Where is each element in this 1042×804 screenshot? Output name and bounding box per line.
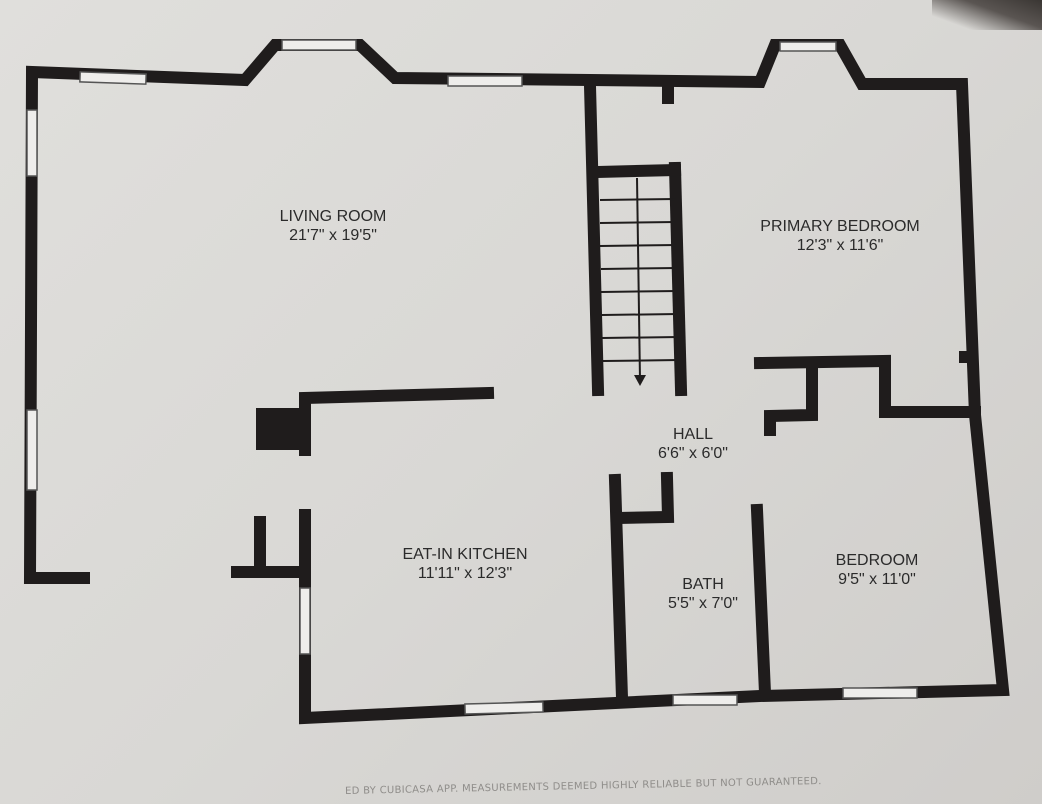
- room-dimensions: 11'11" x 12'3": [417, 565, 513, 582]
- room-dimensions: 6'6" x 6'0": [658, 445, 728, 462]
- room-name: BEDROOM: [835, 552, 919, 569]
- room-name: BATH: [682, 576, 724, 593]
- room-dimensions: 21'7" x 19'5": [289, 227, 377, 244]
- room-name: LIVING ROOM: [279, 208, 387, 225]
- stair-arrow-icon: [634, 375, 646, 386]
- room-living-room: LIVING ROOM 21'7" x 19'5": [280, 207, 387, 245]
- room-eat-in-kitchen: EAT-IN KITCHEN 11'11" x 12'3": [402, 545, 527, 583]
- windows: [26, 39, 918, 715]
- room-name: PRIMARY BEDROOM: [760, 218, 920, 235]
- room-hall: HALL 6'6" x 6'0": [658, 425, 728, 463]
- interior-walls: [256, 79, 981, 705]
- stairs: [599, 177, 680, 386]
- room-bedroom: BEDROOM 9'5" x 11'0": [836, 551, 919, 589]
- room-primary-bedroom: PRIMARY BEDROOM 12'3" x 11'6": [760, 217, 919, 255]
- room-dimensions: 5'5" x 7'0": [668, 595, 738, 612]
- room-name: HALL: [672, 426, 714, 443]
- room-dimensions: 9'5" x 11'0": [838, 571, 916, 588]
- table-corner: [932, 0, 1042, 30]
- room-name: EAT-IN KITCHEN: [402, 546, 528, 563]
- room-bath: BATH 5'5" x 7'0": [668, 575, 738, 613]
- fireplace: [256, 408, 302, 450]
- room-dimensions: 12'3" x 11'6": [796, 237, 884, 254]
- exterior-walls: [23, 39, 1010, 725]
